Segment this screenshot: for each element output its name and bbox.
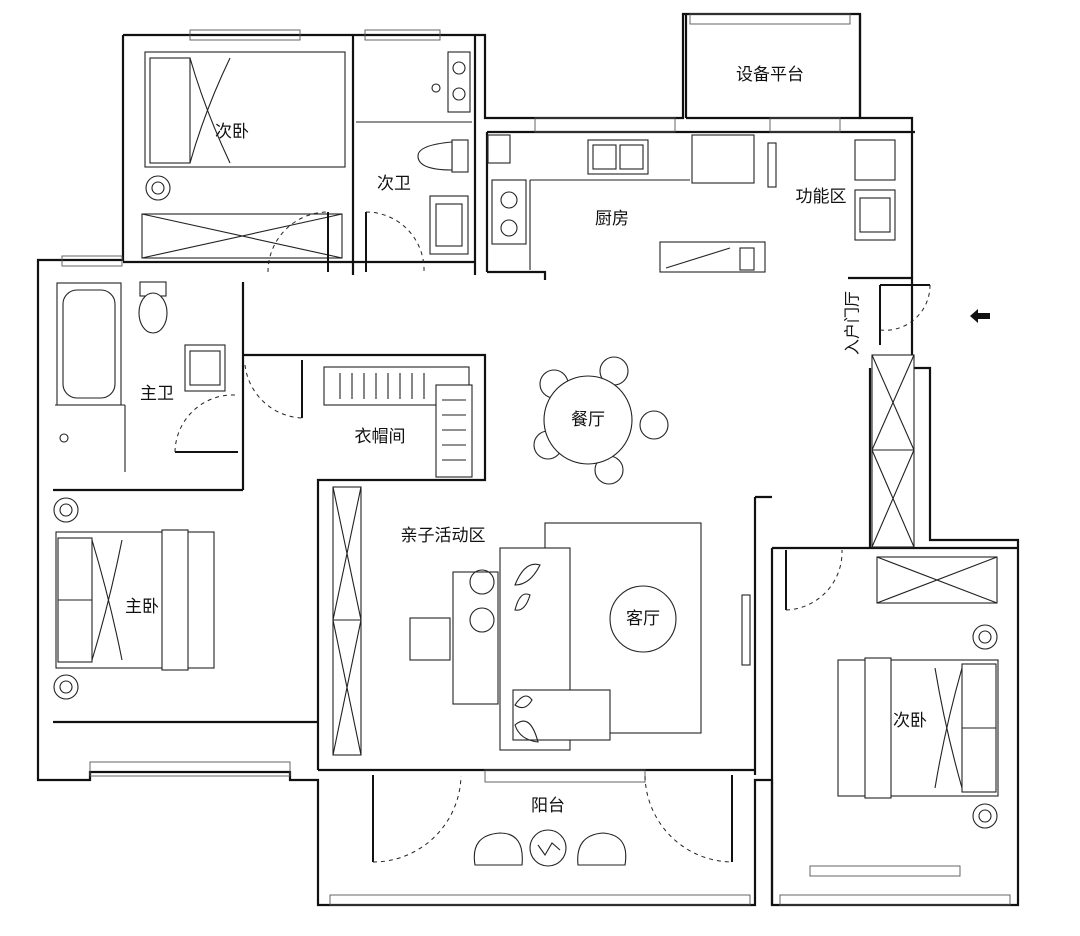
room-label-kitchen: 厨房 xyxy=(595,209,629,229)
cloakroom xyxy=(244,360,473,478)
room-label-utility-area: 功能区 xyxy=(796,187,847,207)
room-label-entrance-hall: 入户门厅 xyxy=(843,291,862,355)
room-label-master-bath: 主卫 xyxy=(140,384,174,404)
room-label-second-bath: 次卫 xyxy=(377,174,411,194)
master-bedroom xyxy=(53,497,215,700)
room-label-second-bedroom-top: 次卧 xyxy=(215,122,249,142)
kitchen xyxy=(487,134,777,273)
living-zone xyxy=(332,486,751,863)
dining-set xyxy=(533,356,669,485)
arrow-left-icon xyxy=(970,309,990,323)
second-bath xyxy=(356,51,472,273)
room-label-second-bedroom-right: 次卧 xyxy=(893,711,927,731)
master-bath xyxy=(55,281,238,472)
windows xyxy=(61,13,1011,906)
room-label-equipment-platform: 设备平台 xyxy=(736,65,804,85)
second-bedroom-right xyxy=(785,354,999,829)
entrance-door xyxy=(879,284,931,345)
room-label-master-bedroom: 主卧 xyxy=(125,597,159,617)
room-label-balcony: 阳台 xyxy=(531,796,565,816)
room-label-kids-area: 亲子活动区 xyxy=(401,526,486,546)
room-label-dining: 餐厅 xyxy=(571,410,605,430)
room-label-cloakroom: 衣帽间 xyxy=(355,427,406,447)
balcony xyxy=(473,829,627,867)
second-bedroom-top xyxy=(141,51,346,273)
room-label-living: 客厅 xyxy=(626,609,660,629)
utility-area xyxy=(854,139,896,241)
